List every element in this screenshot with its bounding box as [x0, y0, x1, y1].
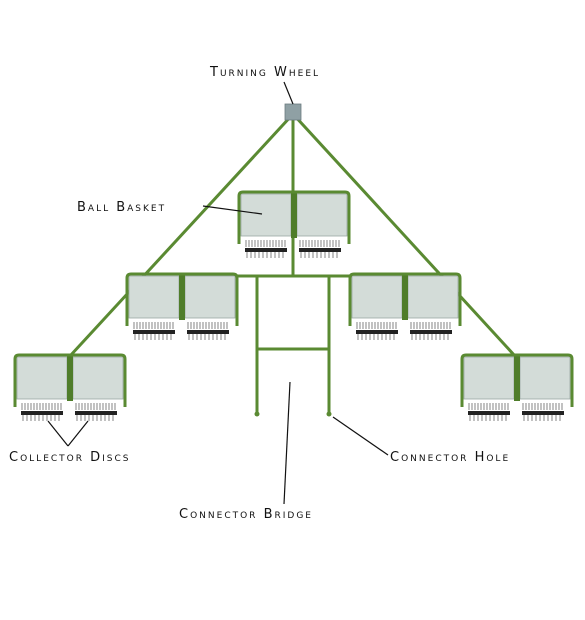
connector-bridge — [254, 276, 332, 417]
label-connector-bridge: Connector Bridge — [179, 507, 313, 522]
basket-mid-right — [348, 272, 462, 342]
left-arm — [68, 112, 295, 358]
basket-mid-left — [125, 272, 239, 342]
label-turning-wheel: Turning Wheel — [209, 65, 320, 80]
leader-ball-basket — [202, 205, 263, 215]
basket-bottom-right — [460, 353, 574, 423]
leader-connector-bridge — [283, 381, 291, 505]
leader-lines — [47, 81, 389, 505]
label-connector-hole: Connector Hole — [390, 450, 510, 465]
label-ball-basket: Ball Basket — [77, 200, 166, 215]
leader-collector-disc-2 — [67, 420, 89, 447]
connector-hole-right — [326, 411, 332, 417]
right-arm — [291, 112, 517, 358]
connector-hole-left — [254, 411, 260, 417]
leader-connector-hole — [332, 416, 389, 456]
leader-collector-disc-1 — [47, 420, 69, 447]
turning-wheel-hub — [284, 103, 302, 121]
label-collector-discs: Collector Discs — [9, 450, 131, 465]
basket-bottom-left — [13, 353, 127, 423]
leader-turning-wheel — [283, 81, 294, 105]
